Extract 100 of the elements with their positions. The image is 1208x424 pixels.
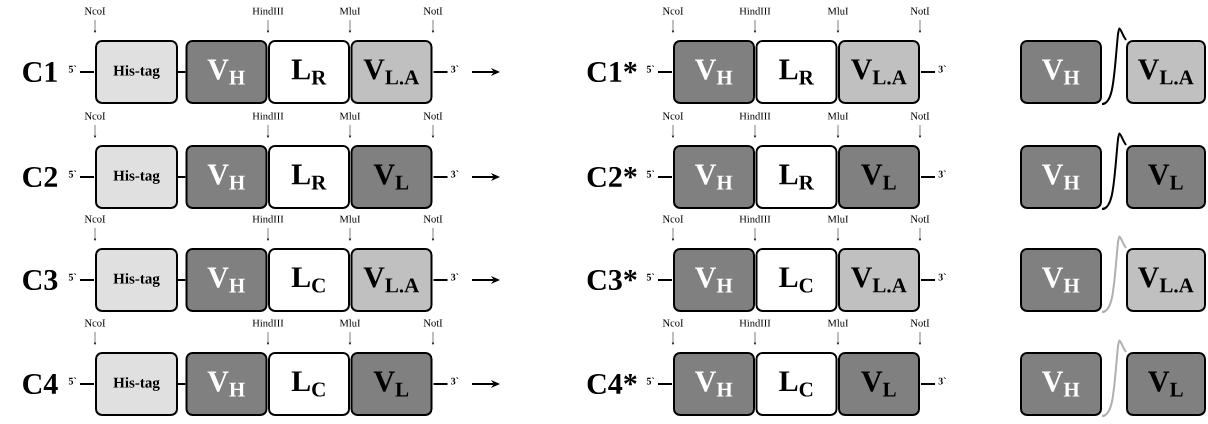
domain-box: V$_{L.A}$ bbox=[838, 40, 920, 104]
linker-curve bbox=[1101, 339, 1127, 417]
domain-box: V$_{L}$ bbox=[1126, 145, 1206, 209]
site-label: NcoI bbox=[84, 112, 106, 120]
site-label: MluI bbox=[827, 7, 849, 15]
row-label: C2 bbox=[23, 166, 58, 188]
domain-box: V$_{H}$ bbox=[1020, 248, 1102, 312]
linker-box: L$_{C}$ bbox=[755, 248, 838, 312]
domain-box: V$_{H}$ bbox=[1020, 40, 1102, 104]
site-label: NotI bbox=[423, 7, 443, 15]
linker-box: L$_{C}$ bbox=[268, 248, 350, 312]
site-label: NcoI bbox=[662, 319, 684, 327]
site-label: NotI bbox=[910, 112, 930, 120]
linker-box: L$_{C}$ bbox=[755, 352, 838, 416]
row-label: C3 bbox=[23, 269, 58, 291]
tag-box: His-tag bbox=[95, 40, 178, 104]
end-label: 5` bbox=[68, 377, 77, 385]
end-label: 3` bbox=[938, 65, 946, 73]
site-label: MluI bbox=[339, 7, 361, 15]
site-label: NotI bbox=[423, 112, 443, 120]
site-label: NcoI bbox=[84, 7, 106, 15]
domain-box: V$_{L}$ bbox=[838, 352, 920, 416]
row-label: C2* bbox=[587, 166, 637, 188]
linker-curve bbox=[1101, 235, 1127, 313]
end-label: 5` bbox=[646, 273, 655, 281]
end-label: 5` bbox=[68, 65, 77, 73]
linker-box: L$_{R}$ bbox=[268, 40, 350, 104]
domain-box: V$_{L.A}$ bbox=[350, 248, 433, 312]
strand-line bbox=[177, 71, 187, 73]
end-label: 5` bbox=[68, 170, 77, 178]
site-label: HindIII bbox=[739, 7, 771, 15]
end-label: 3` bbox=[938, 273, 946, 281]
linker-box: L$_{C}$ bbox=[268, 352, 350, 416]
strand-line bbox=[177, 176, 187, 178]
site-label: NotI bbox=[910, 7, 930, 15]
site-label: MluI bbox=[827, 319, 849, 327]
site-label: NcoI bbox=[662, 215, 684, 223]
site-label: HindIII bbox=[739, 319, 771, 327]
row-label: C3* bbox=[587, 269, 637, 291]
domain-box: V$_{L.A}$ bbox=[350, 40, 433, 104]
site-label: NotI bbox=[423, 319, 443, 327]
domain-box: V$_{H}$ bbox=[1020, 352, 1102, 416]
site-label: MluI bbox=[339, 215, 361, 223]
linker-box: L$_{R}$ bbox=[755, 145, 838, 209]
domain-box: V$_{L}$ bbox=[350, 352, 433, 416]
domain-box: V$_{H}$ bbox=[673, 248, 755, 312]
linker-box: L$_{R}$ bbox=[755, 40, 838, 104]
tag-box: His-tag bbox=[95, 248, 178, 312]
row-label: C1* bbox=[587, 61, 637, 83]
site-label: HindIII bbox=[252, 7, 284, 15]
site-label: HindIII bbox=[252, 319, 284, 327]
site-label: NotI bbox=[910, 319, 930, 327]
strand-line bbox=[177, 279, 187, 281]
site-label: HindIII bbox=[252, 215, 284, 223]
domain-box: V$_{H}$ bbox=[673, 352, 755, 416]
domain-box: V$_{H}$ bbox=[185, 145, 268, 209]
end-label: 3` bbox=[451, 170, 459, 178]
domain-box: V$_{H}$ bbox=[185, 248, 268, 312]
tag-box: His-tag bbox=[95, 352, 178, 416]
site-label: NcoI bbox=[84, 215, 106, 223]
row-label: C4* bbox=[587, 373, 637, 395]
site-label: NotI bbox=[910, 215, 930, 223]
tag-box: His-tag bbox=[95, 145, 178, 209]
domain-box: V$_{H}$ bbox=[673, 145, 755, 209]
domain-box: V$_{L.A}$ bbox=[1126, 40, 1206, 104]
end-label: 5` bbox=[646, 170, 655, 178]
site-label: MluI bbox=[827, 215, 849, 223]
end-label: 5` bbox=[68, 273, 77, 281]
site-label: NcoI bbox=[84, 319, 106, 327]
site-label: HindIII bbox=[739, 215, 771, 223]
row-label: C4 bbox=[23, 373, 58, 395]
domain-box: V$_{L.A}$ bbox=[1126, 248, 1206, 312]
end-label: 3` bbox=[451, 377, 459, 385]
end-label: 3` bbox=[938, 377, 946, 385]
site-label: MluI bbox=[339, 319, 361, 327]
site-label: NcoI bbox=[662, 7, 684, 15]
end-label: 3` bbox=[451, 273, 459, 281]
domain-box: V$_{L}$ bbox=[350, 145, 433, 209]
site-label: HindIII bbox=[739, 112, 771, 120]
end-label: 3` bbox=[938, 170, 946, 178]
domain-box: V$_{H}$ bbox=[1020, 145, 1102, 209]
end-label: 5` bbox=[646, 377, 655, 385]
domain-box: V$_{L}$ bbox=[1126, 352, 1206, 416]
site-label: MluI bbox=[339, 112, 361, 120]
row-label: C1 bbox=[23, 61, 57, 83]
domain-box: V$_{H}$ bbox=[673, 40, 755, 104]
site-label: MluI bbox=[827, 112, 849, 120]
site-label: HindIII bbox=[252, 112, 284, 120]
site-label: NotI bbox=[423, 215, 443, 223]
domain-box: V$_{L}$ bbox=[838, 145, 920, 209]
domain-box: V$_{L.A}$ bbox=[838, 248, 920, 312]
end-label: 5` bbox=[646, 65, 655, 73]
strand-line bbox=[177, 383, 187, 385]
domain-box: V$_{H}$ bbox=[185, 40, 268, 104]
domain-box: V$_{H}$ bbox=[185, 352, 268, 416]
linker-curve bbox=[1101, 27, 1127, 105]
linker-box: L$_{R}$ bbox=[268, 145, 350, 209]
site-label: NcoI bbox=[662, 112, 684, 120]
linker-curve bbox=[1101, 132, 1127, 210]
end-label: 3` bbox=[451, 65, 459, 73]
